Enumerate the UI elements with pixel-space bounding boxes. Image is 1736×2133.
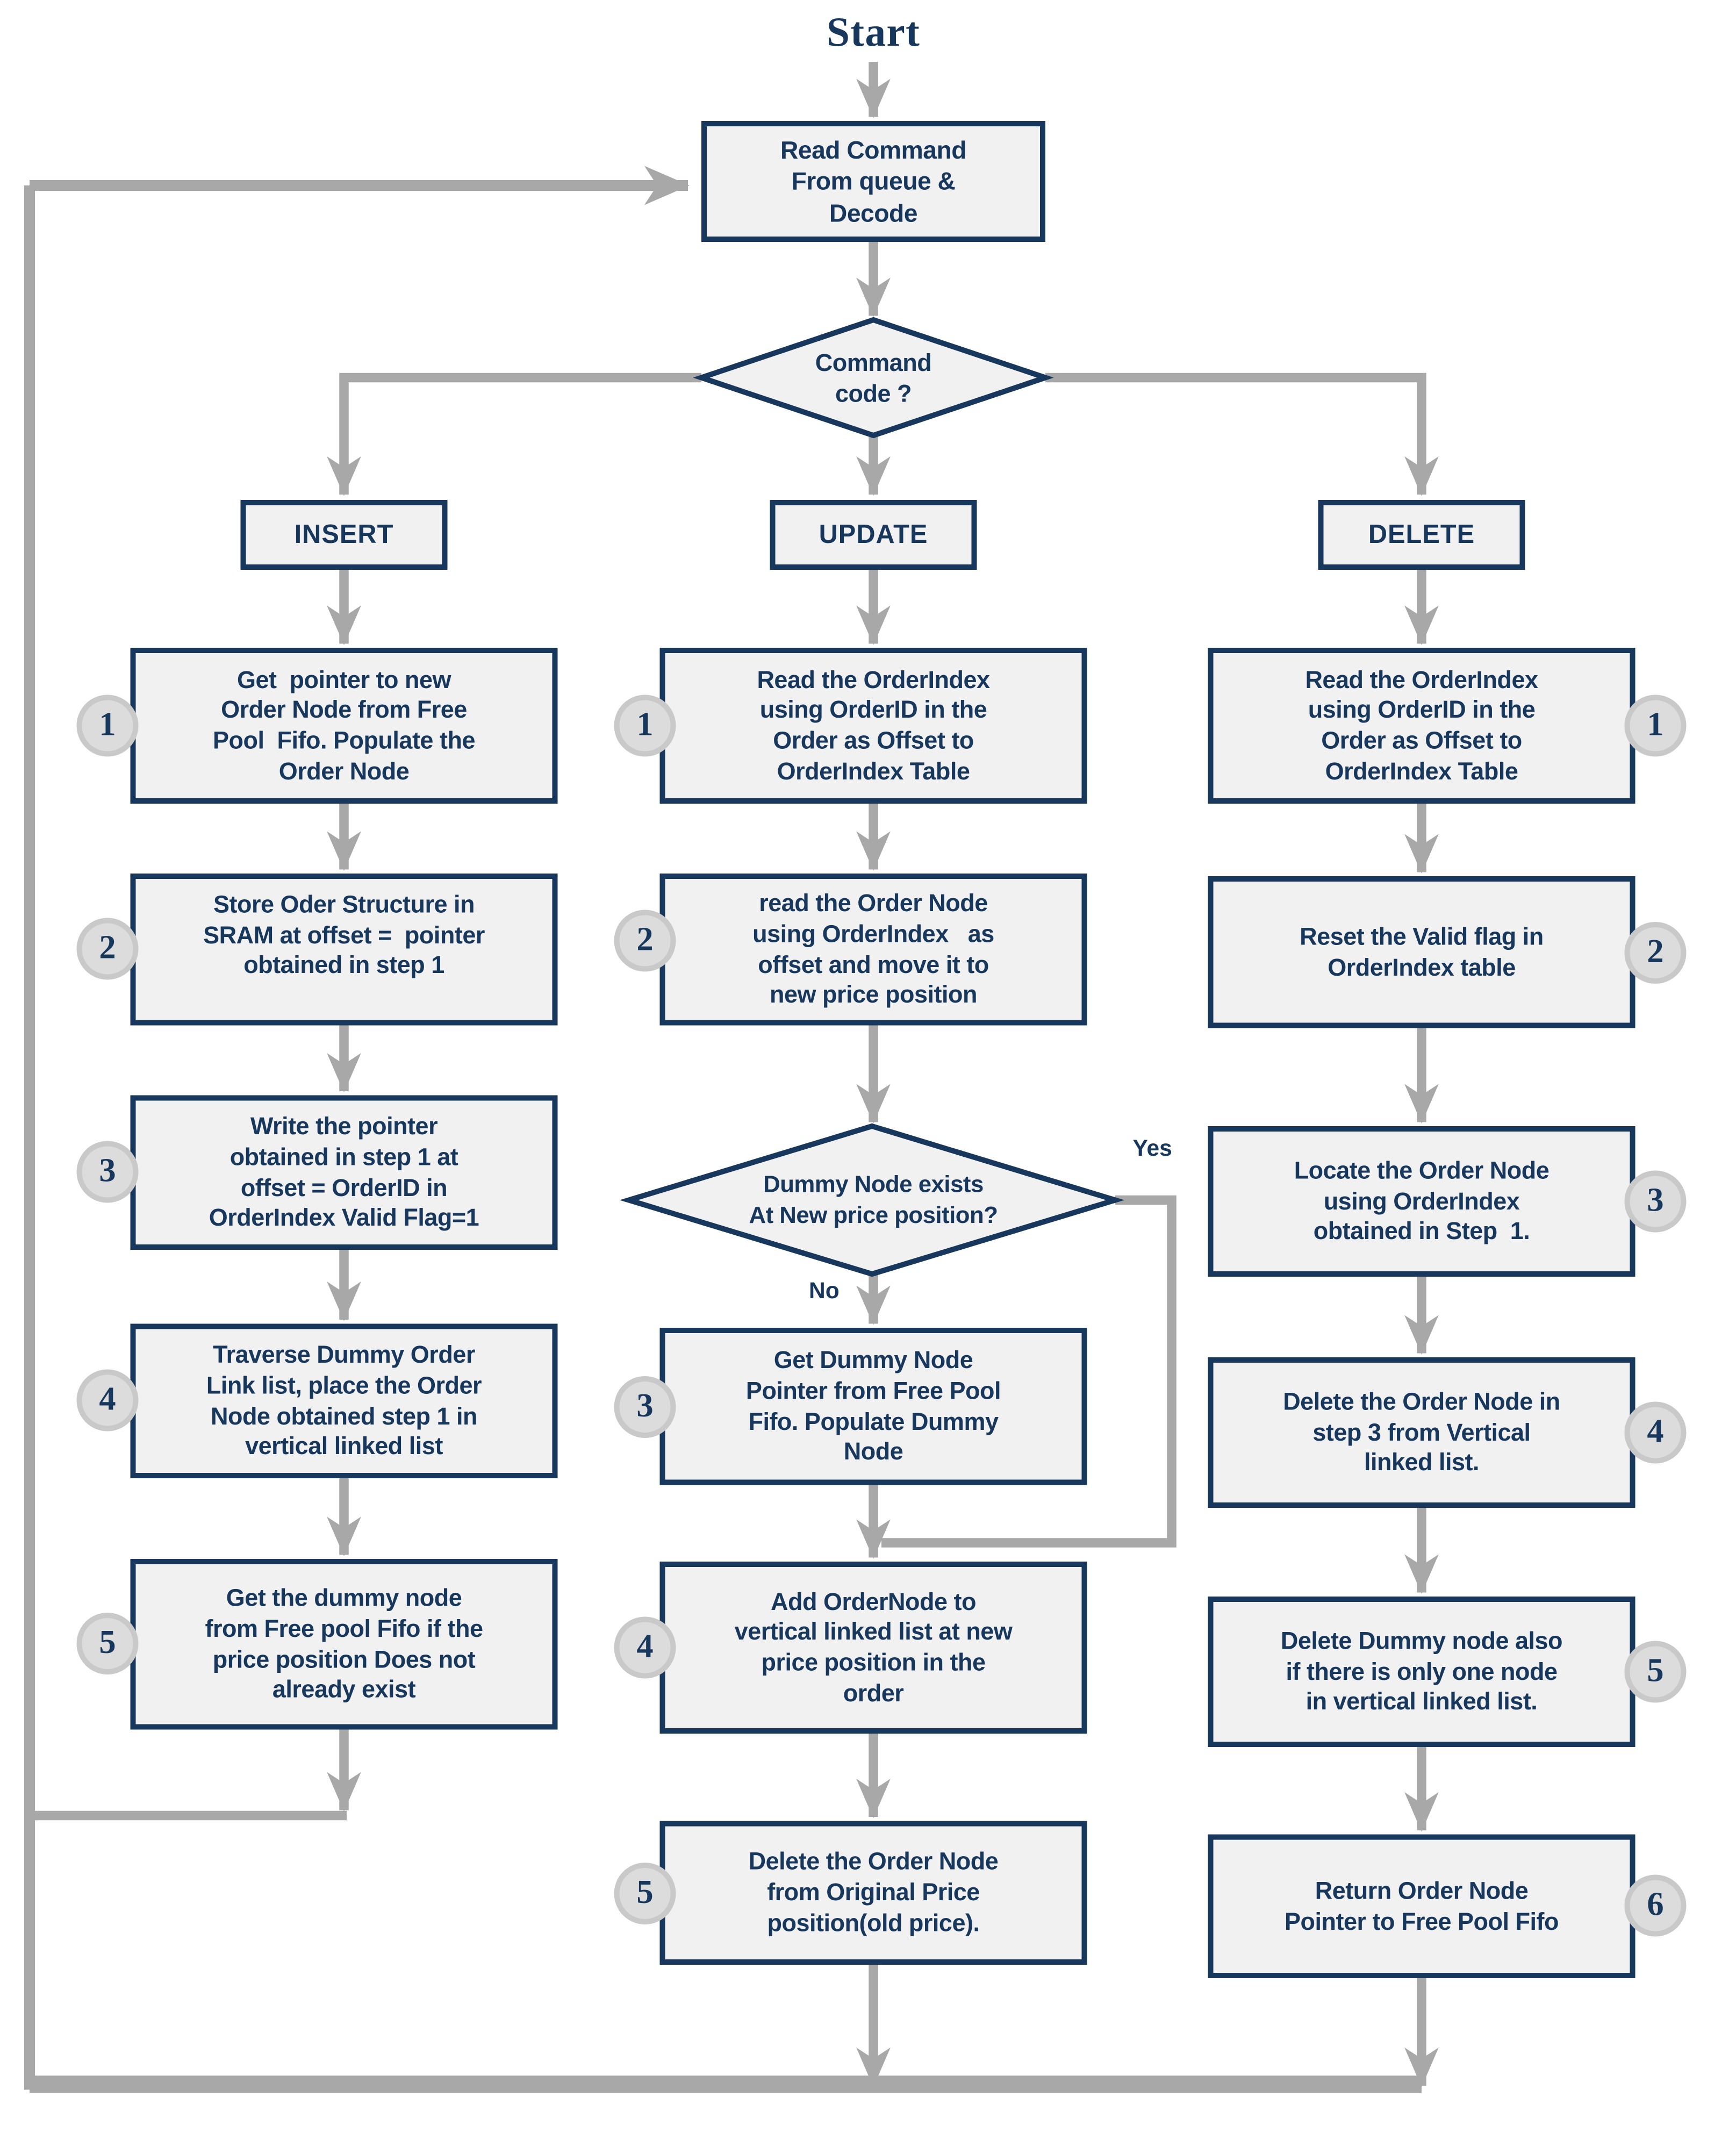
insert-step-5-number: 5 — [76, 1613, 139, 1674]
node-insert-step-1: Get pointer to new Order Node from Free … — [130, 648, 558, 804]
node-update-step-5: Delete the Order Node from Original Pric… — [659, 1821, 1087, 1965]
arrow-branch-delete — [1045, 373, 1439, 496]
insert-step-1-number: 1 — [76, 695, 139, 757]
decision-command-code-shape — [693, 317, 1054, 439]
node-delete-step-5: Delete Dummy node also if there is only … — [1208, 1597, 1635, 1747]
insert-step-4-number: 4 — [76, 1369, 139, 1431]
insert-step-5-text: Get the dummy node from Free pool Fifo i… — [205, 1584, 483, 1703]
update-step-5-text: Delete the Order Node from Original Pric… — [748, 1848, 999, 1937]
delete-step-6-text: Return Order Node Pointer to Free Pool F… — [1284, 1877, 1559, 1935]
delete-step-3-text: Locate the Order Node using OrderIndex o… — [1294, 1157, 1550, 1245]
node-insert-step-5: Get the dummy node from Free pool Fifo i… — [130, 1559, 558, 1730]
update-step-4-text: Add OrderNode to vertical linked list at… — [734, 1588, 1013, 1707]
delete-step-6-number: 6 — [1624, 1874, 1687, 1937]
node-update-step-1: Read the OrderIndex using OrderID in the… — [659, 648, 1087, 804]
node-update-step-4: Add OrderNode to vertical linked list at… — [659, 1562, 1087, 1734]
update-step-4-number: 4 — [614, 1616, 676, 1679]
update-step-1-number: 1 — [614, 695, 676, 757]
update-step-3-text: Get Dummy Node Pointer from Free Pool Fi… — [745, 1347, 1001, 1465]
delete-step-4-number: 4 — [1624, 1401, 1687, 1464]
delete-step-3-number: 3 — [1624, 1170, 1687, 1233]
update-step-5-number: 5 — [614, 1863, 676, 1924]
delete-step-1-text: Read the OrderIndex using OrderID in the… — [1305, 666, 1538, 785]
delete-step-1-number: 1 — [1624, 695, 1687, 757]
insert-step-3-number: 3 — [76, 1141, 139, 1203]
node-delete-label: DELETE — [1318, 500, 1525, 570]
insert-step-2-number: 2 — [76, 918, 139, 980]
arrow-branch-insert — [327, 373, 701, 496]
node-read-command: Read Command From queue & Decode — [701, 121, 1045, 242]
update-label-text: UPDATE — [819, 519, 928, 549]
decision-dummy-node-shape — [619, 1123, 1125, 1277]
node-read-command-text: Read Command From queue & Decode — [780, 135, 967, 227]
node-update-step-2: read the Order Node using OrderIndex as … — [659, 874, 1087, 1026]
delete-step-5-text: Delete Dummy node also if there is only … — [1280, 1627, 1563, 1715]
node-insert-step-4: Traverse Dummy Order Link list, place th… — [130, 1323, 558, 1478]
update-step-2-number: 2 — [614, 910, 676, 972]
node-update-step-3: Get Dummy Node Pointer from Free Pool Fi… — [659, 1328, 1087, 1485]
delete-step-5-number: 5 — [1624, 1641, 1687, 1703]
node-insert-step-3: Write the pointer obtained in step 1 at … — [130, 1095, 558, 1250]
edge-label-no: No — [809, 1278, 840, 1304]
update-step-1-text: Read the OrderIndex using OrderID in the… — [757, 666, 990, 785]
insert-step-3-text: Write the pointer obtained in step 1 at … — [209, 1113, 479, 1232]
decision-command-code-text: Command code ? — [815, 349, 932, 407]
insert-step-2-text: Store Oder Structure in SRAM at offset =… — [203, 891, 485, 979]
node-delete-step-4: Delete the Order Node in step 3 from Ver… — [1208, 1357, 1635, 1508]
delete-label-text: DELETE — [1368, 519, 1475, 549]
update-step-2-text: read the Order Node using OrderIndex as … — [752, 890, 994, 1008]
start-label: Start — [826, 8, 921, 55]
insert-label-text: INSERT — [294, 519, 394, 549]
node-delete-step-3: Locate the Order Node using OrderIndex o… — [1208, 1126, 1635, 1277]
delete-step-2-number: 2 — [1624, 922, 1687, 984]
delete-step-4-text: Delete the Order Node in step 3 from Ver… — [1283, 1388, 1560, 1476]
node-update-label: UPDATE — [770, 500, 977, 570]
decision-dummy-node-text: Dummy Node exists At New price position? — [749, 1171, 998, 1228]
node-insert-step-2: Store Oder Structure in SRAM at offset =… — [130, 874, 558, 1026]
node-delete-step-6: Return Order Node Pointer to Free Pool F… — [1208, 1834, 1635, 1978]
insert-step-1-text: Get pointer to new Order Node from Free … — [212, 666, 476, 785]
line-update-yes — [881, 1195, 1177, 1548]
update-step-3-number: 3 — [614, 1376, 676, 1438]
node-delete-step-1: Read the OrderIndex using OrderID in the… — [1208, 648, 1635, 804]
node-insert-label: INSERT — [240, 500, 448, 570]
edge-label-yes: Yes — [1132, 1135, 1172, 1162]
delete-step-2-text: Reset the Valid flag in OrderIndex table — [1300, 923, 1544, 980]
insert-step-4-text: Traverse Dummy Order Link list, place th… — [206, 1341, 482, 1460]
node-delete-step-2: Reset the Valid flag in OrderIndex table — [1208, 876, 1635, 1028]
